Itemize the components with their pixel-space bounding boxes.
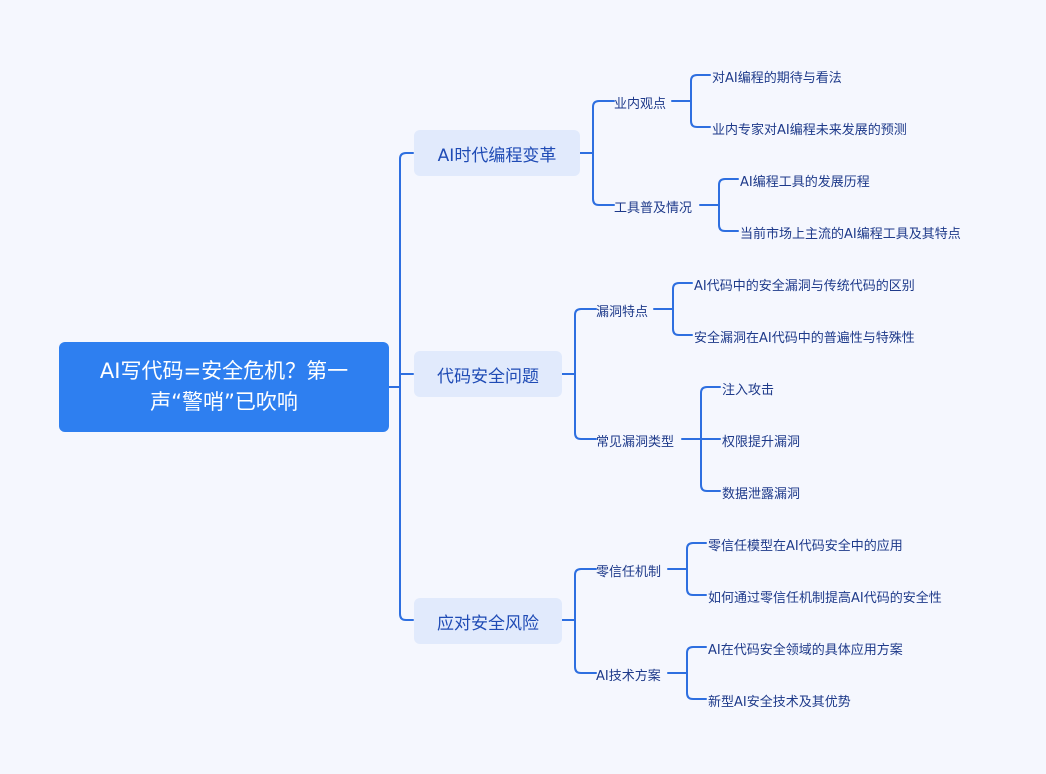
leaf-node[interactable]: 对AI编程的期待与看法 <box>712 71 842 86</box>
connector-line <box>686 646 707 700</box>
sub-topic-tool-adoption[interactable]: 工具普及情况 <box>614 201 693 216</box>
branch-code-security-issues[interactable]: 代码安全问题 <box>414 351 562 397</box>
connector-line <box>718 178 739 232</box>
sub-topic-ai-tech-solutions[interactable]: AI技术方案 <box>596 669 661 684</box>
connector-line <box>574 568 597 674</box>
connector-line <box>399 152 414 621</box>
leaf-node[interactable]: AI在代码安全领域的具体应用方案 <box>708 643 903 658</box>
leaf-node[interactable]: 零信任模型在AI代码安全中的应用 <box>708 539 903 554</box>
connector-line <box>686 542 707 596</box>
connector-line <box>574 308 597 440</box>
root-topic[interactable]: AI写代码=安全危机？第一声“警哨”已吹响 <box>59 342 389 432</box>
leaf-node[interactable]: 安全漏洞在AI代码中的普遍性与特殊性 <box>694 331 915 346</box>
leaf-node[interactable]: 数据泄露漏洞 <box>722 487 801 502</box>
sub-topic-common-vulnerabilities[interactable]: 常见漏洞类型 <box>596 435 675 450</box>
sub-topic-industry-views[interactable]: 业内观点 <box>614 97 667 112</box>
leaf-node[interactable]: AI代码中的安全漏洞与传统代码的区别 <box>694 279 915 294</box>
leaf-node[interactable]: 新型AI安全技术及其优势 <box>708 695 851 710</box>
connector-line <box>690 74 711 128</box>
leaf-node[interactable]: 如何通过零信任机制提高AI代码的安全性 <box>708 591 942 606</box>
connector-line <box>672 282 693 336</box>
leaf-node[interactable]: 业内专家对AI编程未来发展的预测 <box>712 123 907 138</box>
sub-topic-zero-trust[interactable]: 零信任机制 <box>596 565 662 580</box>
branch-security-risk-response[interactable]: 应对安全风险 <box>414 598 562 644</box>
leaf-node[interactable]: 当前市场上主流的AI编程工具及其特点 <box>740 227 961 242</box>
connector-line <box>592 100 615 206</box>
leaf-node[interactable]: 注入攻击 <box>722 383 775 398</box>
branch-ai-programming-change[interactable]: AI时代编程变革 <box>414 130 580 176</box>
leaf-node[interactable]: AI编程工具的发展历程 <box>740 175 870 190</box>
sub-topic-vulnerability-traits[interactable]: 漏洞特点 <box>596 305 649 320</box>
leaf-node[interactable]: 权限提升漏洞 <box>722 435 801 450</box>
